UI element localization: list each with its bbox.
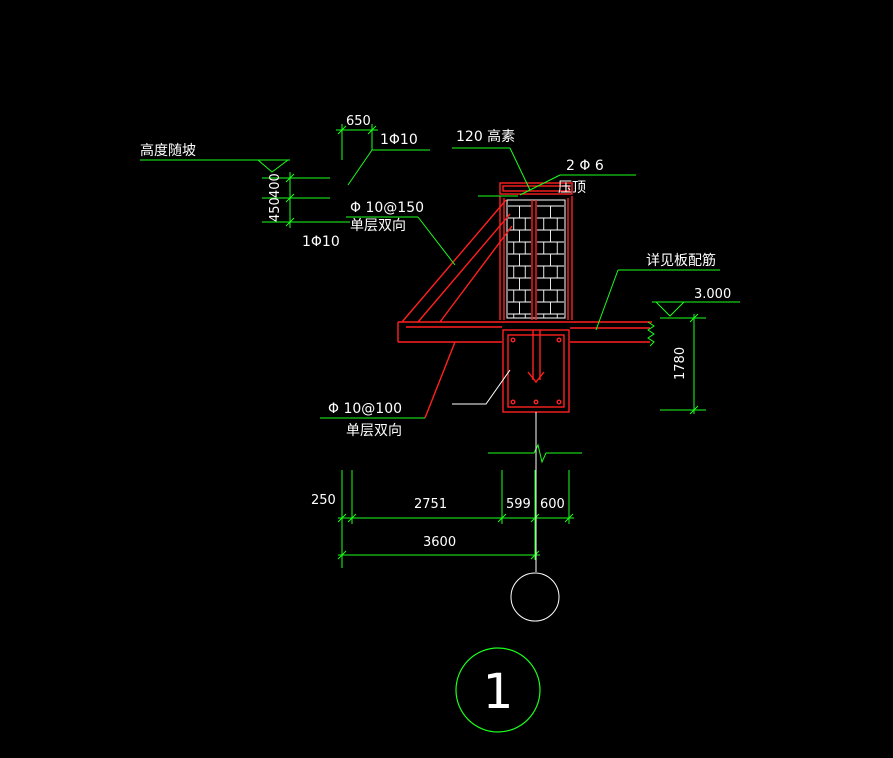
detail-circle: [455, 647, 541, 733]
label-dim-250: 250: [311, 493, 336, 508]
axis-bubble: [510, 572, 560, 622]
label-rebar-phi10-100: Φ 10@100: [328, 401, 402, 417]
label-dim-2751: 2751: [414, 497, 447, 512]
label-coping: 压顶: [558, 180, 586, 196]
label-elevation-3000: 3.000: [694, 287, 731, 302]
text-labels: 高度随坡 650 1Φ10 120 高素 2 Φ 6 压顶 450 400 Φ …: [140, 114, 731, 720]
label-single-layer-bidir-1: 单层双向: [350, 218, 406, 234]
label-dim-1780: 1780: [673, 347, 688, 380]
label-dim-450: 450: [268, 197, 283, 222]
label-detail-number: 1: [483, 664, 514, 720]
label-rebar-2phi6: 2 Φ 6: [566, 158, 604, 174]
label-dim-599: 599: [506, 497, 531, 512]
label-rebar-1phi10-left: 1Φ10: [302, 234, 340, 250]
label-dim-400: 400: [268, 173, 283, 198]
label-see-slab-reinforcement: 详见板配筋: [646, 252, 716, 269]
label-parapet-120: 120 高素: [456, 128, 515, 145]
label-dim-3600: 3600: [423, 535, 456, 550]
label-height-follows-slope: 高度随坡: [140, 142, 196, 159]
dimension-lines: [140, 124, 740, 568]
label-dim-650: 650: [346, 114, 371, 129]
label-rebar-1phi10-top: 1Φ10: [380, 132, 418, 148]
axis-and-leaders: [452, 369, 560, 622]
label-single-layer-bidir-2: 单层双向: [346, 423, 402, 439]
label-rebar-phi10-150: Φ 10@150: [350, 200, 424, 216]
label-dim-600: 600: [540, 497, 565, 512]
